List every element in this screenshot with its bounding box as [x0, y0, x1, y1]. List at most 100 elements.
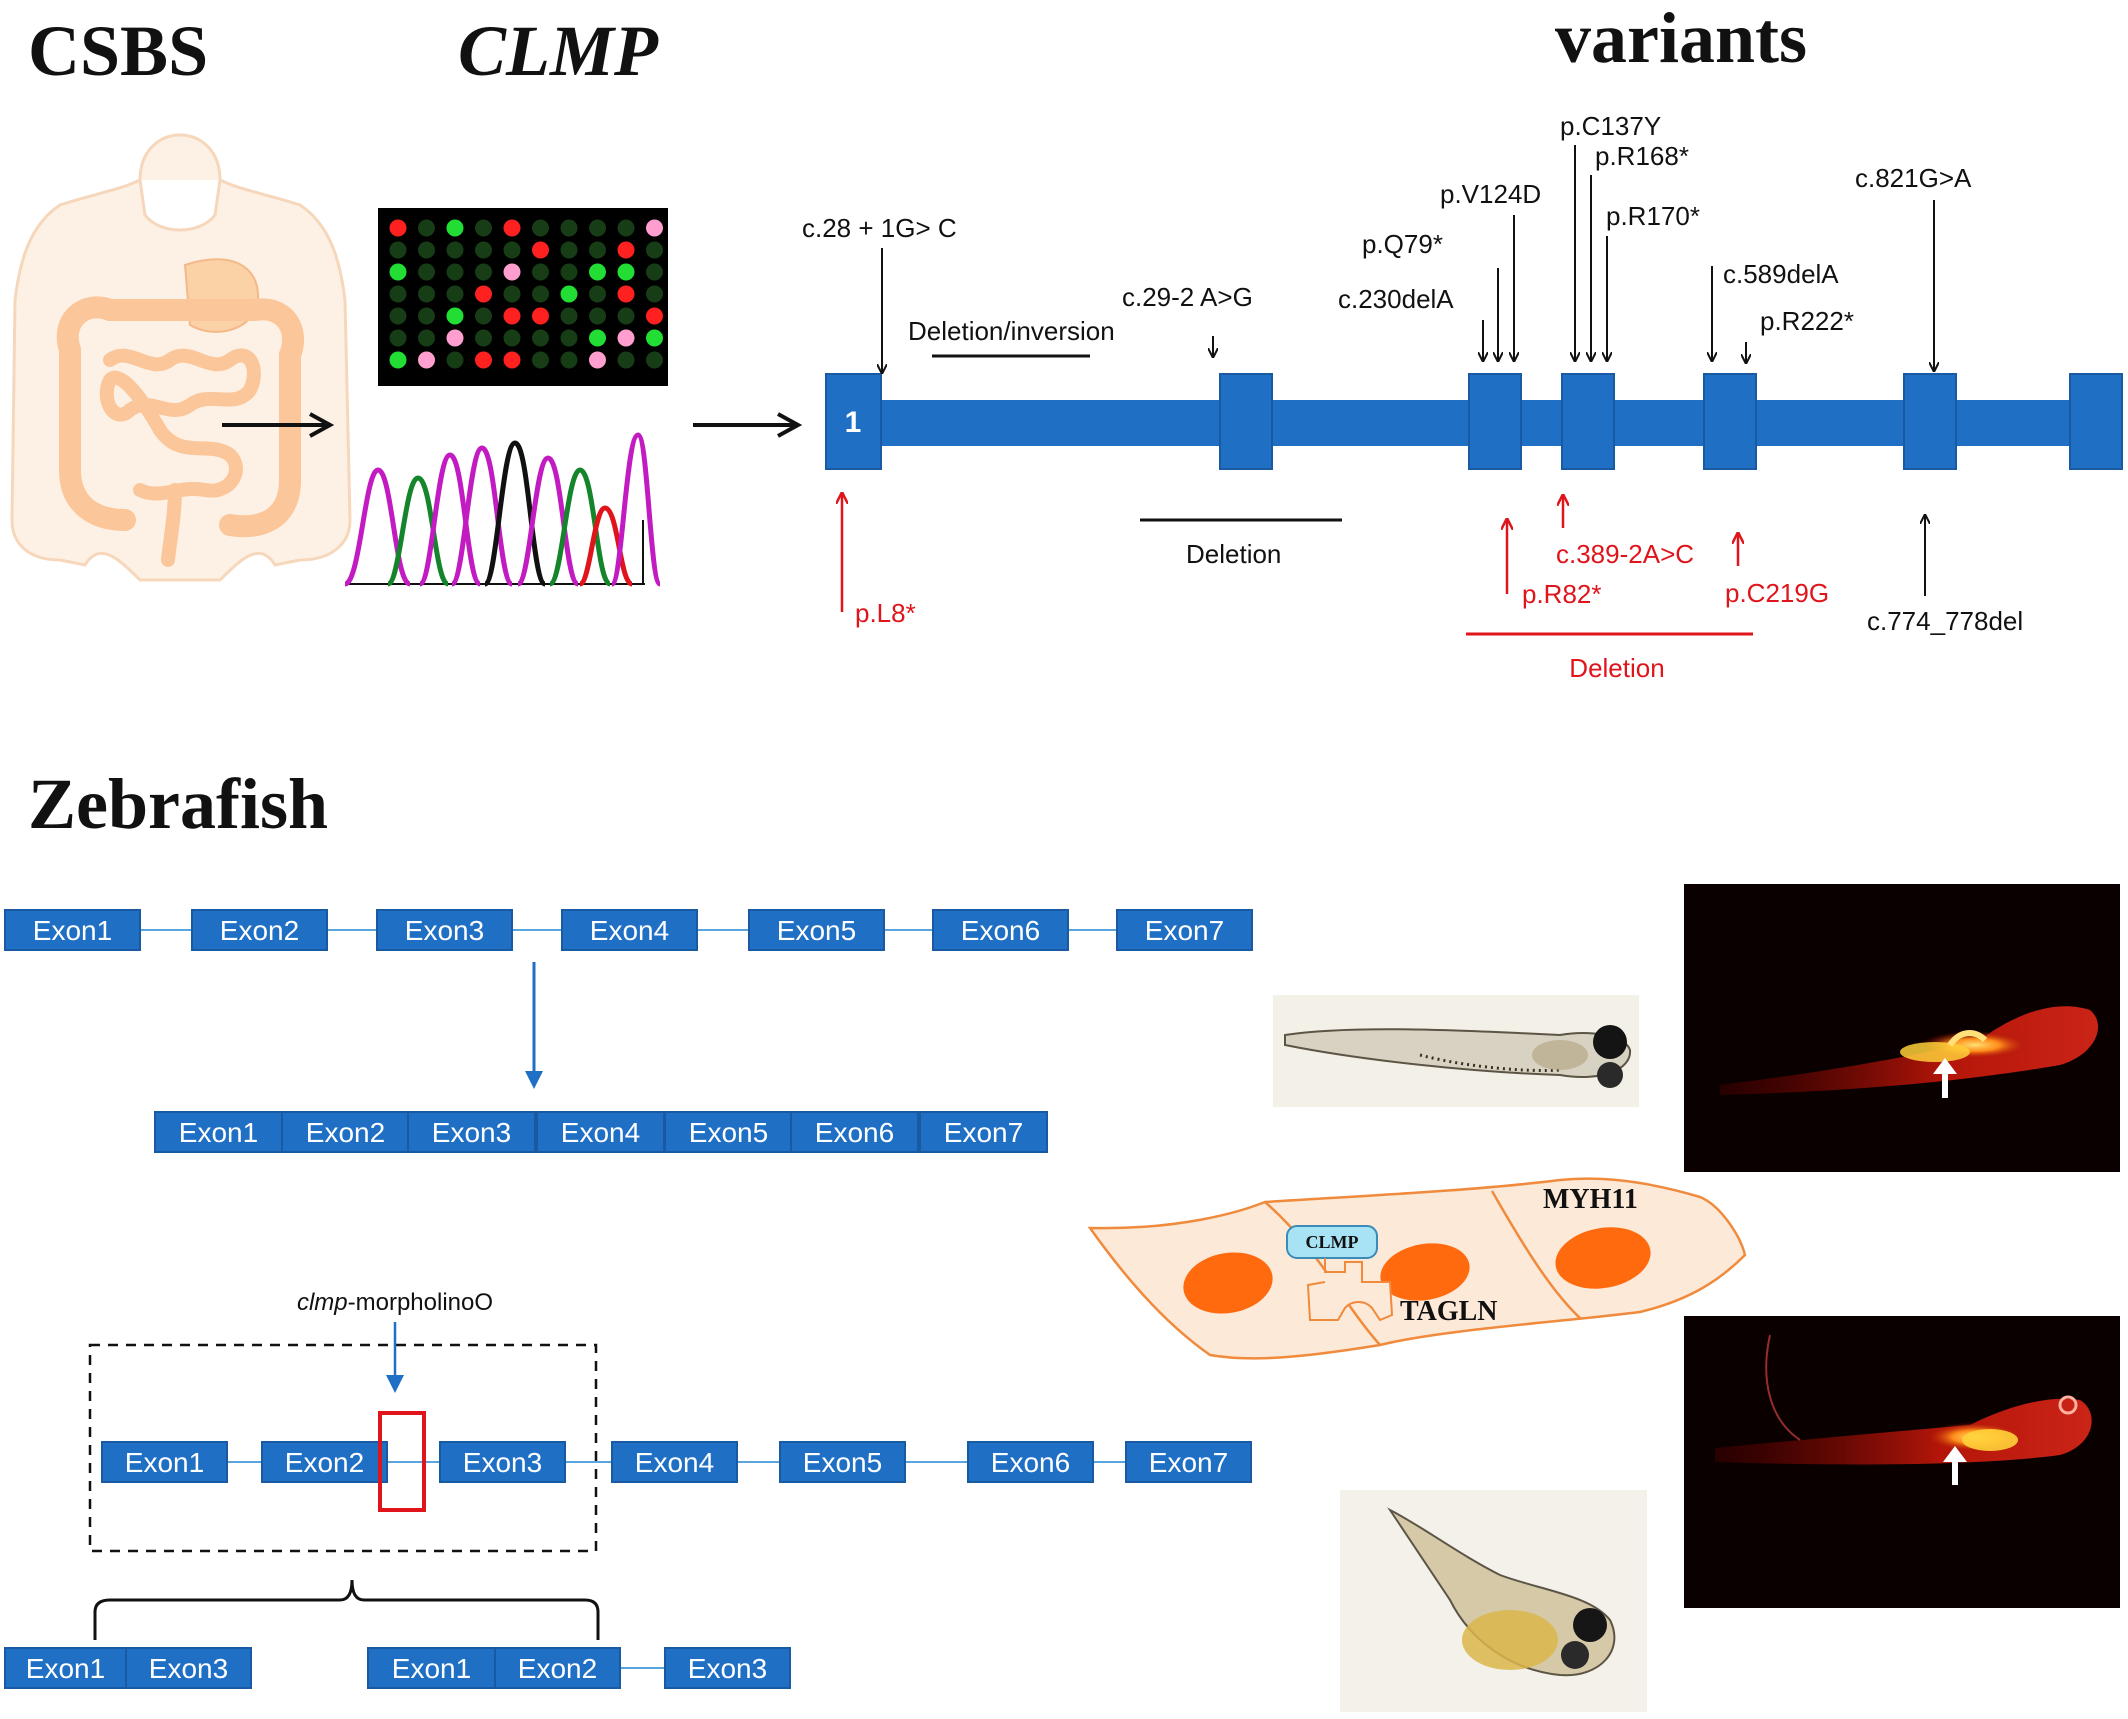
- splice-bracket: [93, 1579, 600, 1640]
- human-torso-illustration: [10, 133, 352, 582]
- microarray-spot: [589, 329, 606, 347]
- product-b-exon2-label: Exon2: [518, 1653, 597, 1684]
- sequencing-chromatogram: [343, 432, 663, 587]
- row2-exon-7-box: [919, 1111, 1048, 1153]
- product-a-exon1-box: [4, 1647, 127, 1689]
- row1-exon-5-box: [748, 909, 885, 951]
- exon-1-box: [825, 373, 882, 470]
- microarray-spot: [503, 329, 521, 347]
- row2-exon-1-label: Exon1: [179, 1117, 258, 1148]
- microarray-spot: [475, 307, 492, 325]
- tagln-label: TAGLN: [1400, 1296, 1498, 1327]
- microarray-spot: [646, 285, 663, 303]
- variant-c230: c.230delA: [1338, 284, 1454, 314]
- variant-deletion-black: Deletion: [1186, 539, 1281, 569]
- row2-exon-1-box: [154, 1111, 283, 1153]
- morpholino-label: clmp-morpholinoO: [297, 1289, 493, 1316]
- nucleus-1: [1183, 1252, 1273, 1314]
- microarray-spot: [589, 219, 606, 237]
- microarray-spot: [475, 285, 492, 303]
- microarray-spot: [446, 285, 464, 303]
- microarray-spot: [446, 241, 464, 259]
- microarray-spot: [589, 241, 606, 259]
- variant-r222: p.R222*: [1760, 306, 1854, 336]
- row2-exon-4-label: Exon4: [561, 1117, 640, 1148]
- microarray-spot: [389, 351, 407, 369]
- row3-exon-2-box: [261, 1441, 388, 1483]
- microarray-spot: [475, 263, 492, 281]
- microarray-spot: [532, 307, 549, 325]
- exon-4-box: [1561, 373, 1615, 470]
- row1-exon-7-label: Exon7: [1145, 915, 1224, 946]
- variant-v124d: p.V124D: [1440, 179, 1541, 209]
- product-a-exon3-label: Exon3: [149, 1653, 228, 1684]
- microarray-spot: [560, 219, 578, 237]
- zebrafish-heading: Zebrafish: [28, 764, 328, 844]
- row1-exon-2-label: Exon2: [220, 915, 299, 946]
- microarray-spot: [532, 241, 549, 259]
- variant-c821: c.821G>A: [1855, 163, 1972, 193]
- row1-exon-7-box: [1116, 909, 1253, 951]
- variant-q79: p.Q79*: [1362, 229, 1443, 259]
- row3-exon-5-label: Exon5: [803, 1447, 882, 1478]
- microarray-spot: [646, 307, 663, 325]
- exon-2-box: [1219, 373, 1273, 470]
- nucleus-2: [1380, 1243, 1470, 1301]
- row1-exon-4-box: [561, 909, 698, 951]
- microarray-spot: [617, 285, 635, 303]
- row1-exon-1-label: Exon1: [33, 915, 112, 946]
- variant-r170: p.R170*: [1606, 201, 1700, 231]
- row3-exon-4-label: Exon4: [635, 1447, 714, 1478]
- microarray-spot: [617, 219, 635, 237]
- variant-annotations-above: c.28 + 1G> C Deletion/inversion c.29-2 A…: [802, 111, 1972, 372]
- microarray-spot: [475, 219, 492, 237]
- microarray-spot: [646, 263, 663, 281]
- row3-exon-7-box: [1125, 1441, 1252, 1483]
- variant-c389: c.389-2A>C: [1556, 539, 1694, 569]
- row2-exon-3-box: [407, 1111, 536, 1153]
- microarray-spot: [503, 351, 521, 369]
- variant-c219g: p.C219G: [1725, 578, 1829, 608]
- variant-annotations-below: p.L8* Deletion p.R82* c.389-2A>C p.C219G…: [842, 494, 2023, 683]
- variant-r168: p.R168*: [1595, 141, 1689, 171]
- microarray-spot: [503, 241, 521, 259]
- variant-deletion-inversion: Deletion/inversion: [908, 316, 1115, 346]
- brightfield-larva-bottom: [1340, 1490, 1647, 1712]
- row2-exon-4-box: [536, 1111, 665, 1153]
- microarray-spot: [560, 329, 578, 347]
- microarray-spot: [389, 307, 407, 325]
- csbs-heading: CSBS: [28, 11, 208, 91]
- morpholino-target-box: [378, 1411, 426, 1512]
- variant-c28: c.28 + 1G> C: [802, 213, 957, 243]
- product-b-exon2-box: [494, 1647, 621, 1689]
- variant-c774: c.774_778del: [1867, 606, 2023, 636]
- tagln-shape: [1306, 1258, 1394, 1322]
- row1-exon-5-label: Exon5: [777, 915, 856, 946]
- row1-exon-1-box: [4, 909, 141, 951]
- microarray-spot: [589, 351, 606, 369]
- row2-exon-3-label: Exon3: [432, 1117, 511, 1148]
- variant-deletion-red: Deletion: [1569, 653, 1664, 683]
- row3-exon-5-box: [779, 1441, 906, 1483]
- microarray-spot: [560, 241, 578, 259]
- microarray-spot: [532, 351, 549, 369]
- variant-r82: p.R82*: [1522, 579, 1602, 609]
- microarray-spot: [418, 263, 435, 281]
- row1-exon-3-label: Exon3: [405, 915, 484, 946]
- microarray-spot: [646, 329, 663, 347]
- brightfield-larva-top: [1273, 995, 1639, 1107]
- clmp-protein-label: CLMP: [1306, 1232, 1359, 1252]
- microarray-spot: [532, 285, 549, 303]
- row3-exon-6-label: Exon6: [991, 1447, 1070, 1478]
- fluorescent-larva-top: [1684, 884, 2120, 1172]
- product-a-exon1-label: Exon1: [26, 1653, 105, 1684]
- row3-exon-2-label: Exon2: [285, 1447, 364, 1478]
- microarray-spot: [617, 307, 635, 325]
- microarray-spot: [389, 329, 407, 347]
- microarray-spot: [617, 241, 635, 259]
- myh11-label: MYH11: [1543, 1184, 1638, 1215]
- product-b-exon3-label: Exon3: [688, 1653, 767, 1684]
